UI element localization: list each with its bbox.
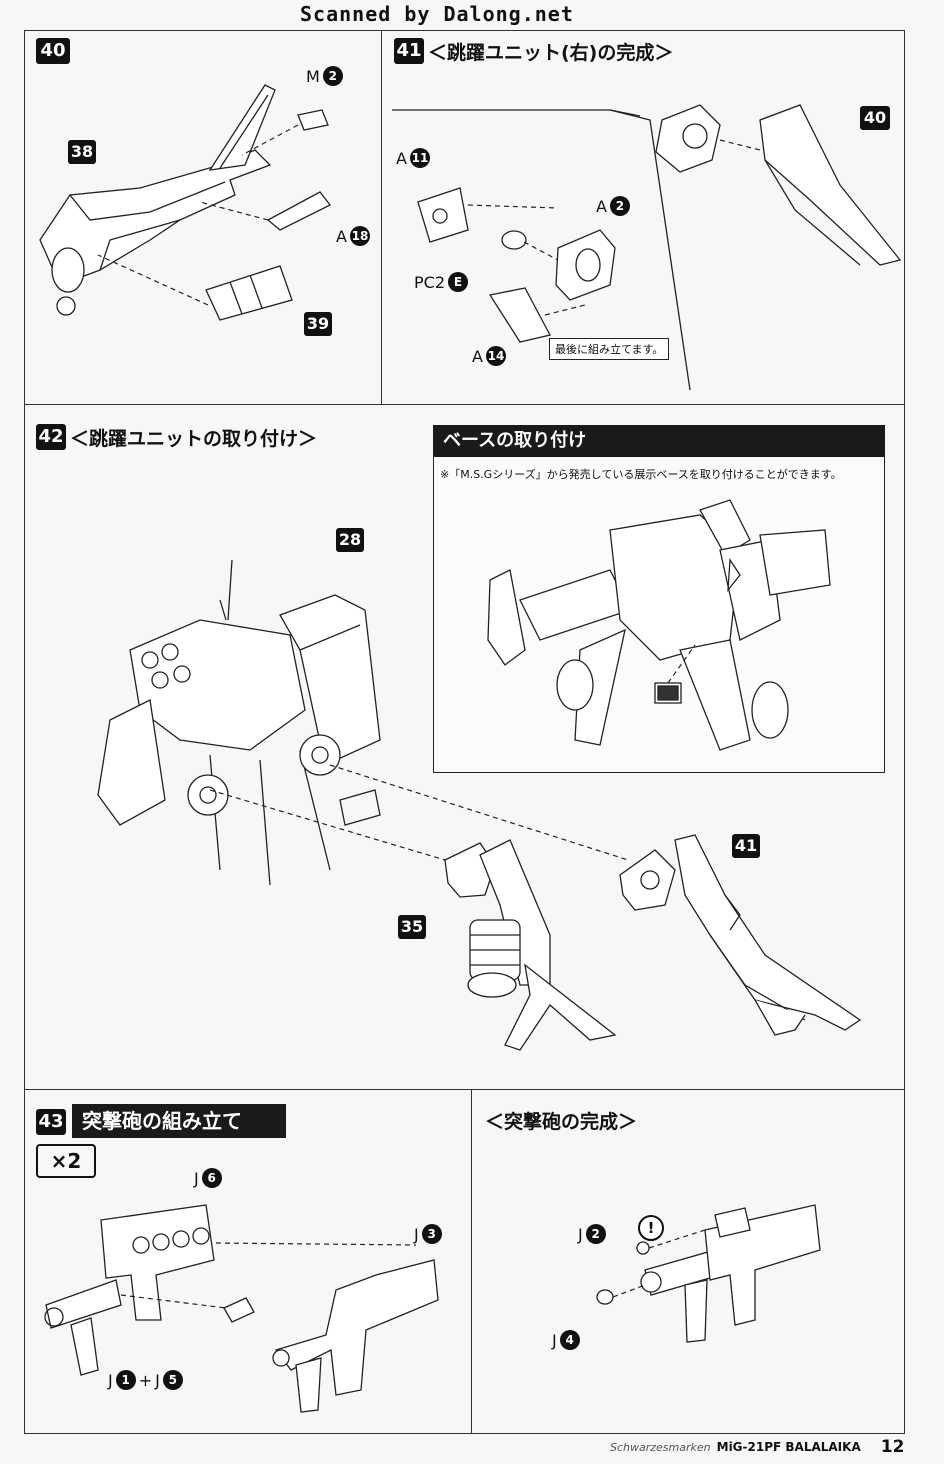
part-code: J — [155, 1370, 160, 1390]
part-number: 2 — [322, 66, 343, 86]
part-code: J — [194, 1168, 199, 1188]
part-number: 4 — [559, 1330, 580, 1350]
part-label-a18: A 18 — [336, 226, 370, 246]
part-code: A — [396, 148, 407, 168]
callout-39: 39 — [304, 312, 332, 336]
callout-35: 35 — [398, 915, 426, 939]
jump-unit-left-illustration — [444, 839, 617, 1051]
part-code: A — [336, 226, 347, 246]
jump-unit-illustration-40 — [39, 84, 331, 321]
part-code: A — [472, 346, 483, 366]
step-number-43: 43 — [36, 1109, 66, 1135]
footer: Schwarzesmarken MiG-21PF BALALAIKA 12 — [610, 1436, 910, 1458]
jump-unit-illustration-41 — [392, 104, 902, 391]
robot-on-base-illustration — [487, 499, 831, 751]
part-label-j6: J 6 — [194, 1168, 222, 1188]
jump-unit-right-illustration — [619, 834, 862, 1036]
step-title-41: ＜跳躍ユニット(右)の完成＞ — [428, 42, 674, 64]
callout-28: 28 — [336, 528, 364, 552]
part-label-j2: J 2 — [578, 1224, 606, 1244]
assembly-order-note: 最後に組み立てます。 — [549, 338, 670, 360]
part-label-a2: A 2 — [596, 196, 630, 216]
part-number: 11 — [409, 148, 430, 168]
part-number: 5 — [162, 1370, 183, 1390]
assault-cannon-parts-illustration — [44, 1204, 439, 1413]
part-code: A — [596, 196, 607, 216]
callout-40: 40 — [860, 106, 890, 130]
callout-38: 38 — [68, 140, 96, 164]
step-title-42: ＜跳躍ユニットの取り付け＞ — [70, 428, 318, 450]
panel-complete — [471, 1089, 905, 1434]
part-number: 2 — [585, 1224, 606, 1244]
watermark: Scanned by Dalong.net — [300, 2, 574, 26]
part-label-m2: M 2 — [306, 66, 343, 86]
footer-brand: Schwarzesmarken — [610, 1440, 711, 1454]
part-number: E — [448, 272, 468, 292]
part-code: PC2 — [414, 272, 445, 292]
part-number: 3 — [421, 1224, 442, 1244]
base-attachment-note: ※「M.S.Gシリーズ」から発売している展示ベースを取り付けることができます。 — [440, 468, 842, 481]
base-attachment-header: ベースの取り付け — [433, 425, 885, 457]
part-code: M — [306, 66, 320, 86]
part-label-j3: J 3 — [414, 1224, 442, 1244]
step-number-40: 40 — [36, 38, 70, 64]
part-code: J — [552, 1330, 557, 1350]
part-label-pc2e: PC2 E — [414, 272, 468, 292]
assault-cannon-complete-illustration — [596, 1204, 821, 1343]
part-number: 2 — [609, 196, 630, 216]
footer-model: MiG-21PF BALALAIKA — [716, 1440, 861, 1454]
part-number: 1 — [115, 1370, 136, 1390]
callout-41: 41 — [732, 834, 760, 858]
plus-sign: + — [138, 1370, 153, 1390]
complete-title: ＜突撃砲の完成＞ — [485, 1111, 638, 1133]
part-code: J — [108, 1370, 113, 1390]
part-label-j4: J 4 — [552, 1330, 580, 1350]
part-label-a11: A 11 — [396, 148, 430, 168]
page-number: 12 — [880, 1437, 905, 1457]
part-number: 6 — [201, 1168, 222, 1188]
part-number: 14 — [485, 346, 506, 366]
step-number-41: 41 — [394, 38, 424, 64]
part-label-a14: A 14 — [472, 346, 506, 366]
part-code: J — [414, 1224, 419, 1244]
part-number: 18 — [349, 226, 370, 246]
step-title-43: 突撃砲の組み立て — [72, 1104, 286, 1138]
part-label-j1-plus-j5: J 1 + J 5 — [108, 1370, 183, 1390]
alert-icon: ! — [638, 1215, 664, 1241]
step-number-42: 42 — [36, 424, 66, 450]
part-code: J — [578, 1224, 583, 1244]
quantity-badge: ×2 — [36, 1144, 96, 1178]
